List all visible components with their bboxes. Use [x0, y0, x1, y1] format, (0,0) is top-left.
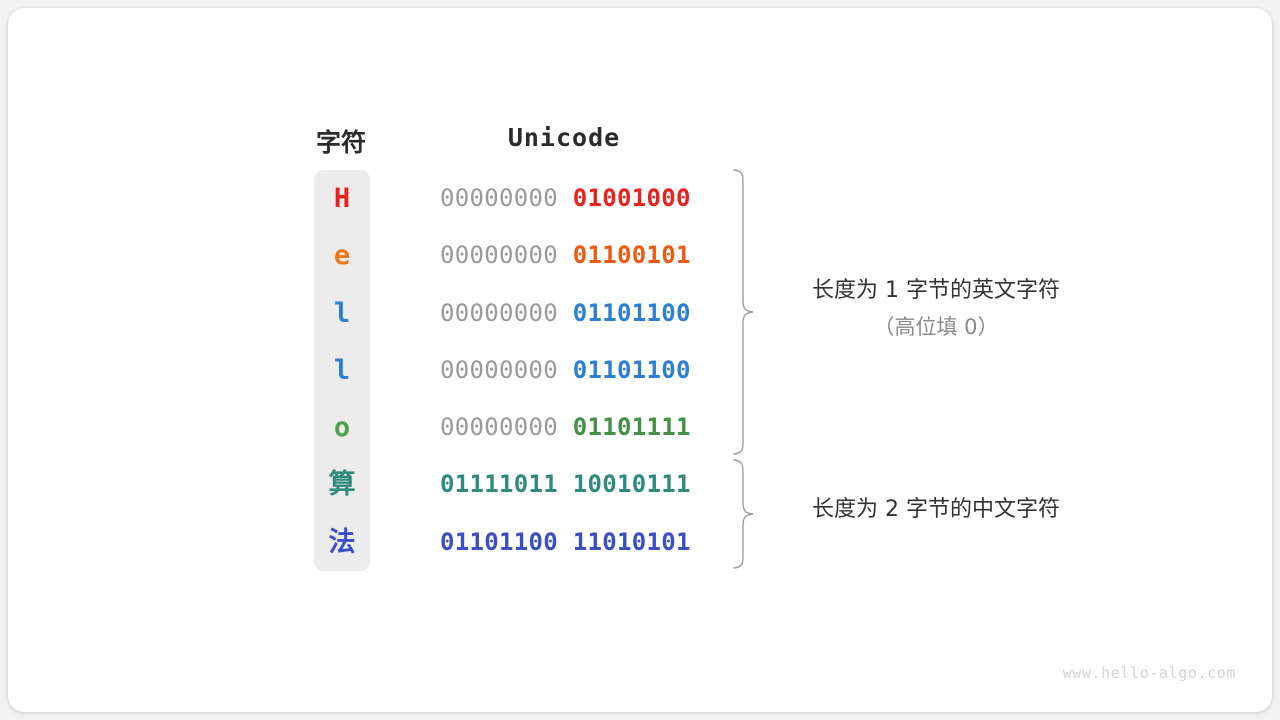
unicode-high-byte: 00000000 — [440, 413, 558, 442]
unicode-high-byte: 00000000 — [440, 241, 558, 270]
row-character: 法 — [328, 526, 356, 558]
unicode-row-list: H 00000000 01001000 e 00000000 01100101 l 000… — [8, 170, 1272, 571]
row-character: o — [333, 412, 351, 444]
annotation-ascii: 长度为 1 字节的英文字符 （高位填 0） — [812, 273, 1060, 345]
row-character: l — [333, 297, 351, 329]
row-character: e — [333, 240, 351, 272]
brace-cjk-group — [733, 459, 754, 569]
unicode-high-byte: 01111011 — [440, 470, 558, 499]
annotation-cjk-main: 长度为 2 字节的中文字符 — [812, 497, 1060, 522]
unicode-high-byte: 00000000 — [440, 355, 558, 384]
unicode-low-byte: 01101111 — [572, 413, 691, 442]
annotation-ascii-sub: （高位填 0） — [873, 315, 999, 339]
row-unicode-bits: 01101100 11010101 — [440, 514, 691, 571]
annotation-cjk: 长度为 2 字节的中文字符 — [812, 492, 1060, 528]
unicode-low-byte: 01001000 — [572, 184, 691, 212]
brace-ascii-group — [733, 169, 754, 455]
row-character: 算 — [328, 469, 356, 501]
row-character: l — [333, 354, 351, 386]
table-row: e 00000000 01100101 — [8, 227, 1272, 284]
table-row: l 00000000 01101100 — [8, 342, 1272, 399]
row-unicode-bits: 00000000 01101100 — [440, 342, 691, 399]
watermark: www.hello-algo.com — [1062, 664, 1236, 682]
row-unicode-bits: 00000000 01101100 — [440, 285, 691, 342]
table-row: H 00000000 01001000 — [8, 170, 1272, 227]
figure-card: 字符 Unicode H 00000000 01001000 e 00000000 0… — [8, 8, 1272, 712]
row-character: H — [333, 183, 351, 214]
unicode-low-byte: 01101100 — [572, 298, 691, 327]
row-unicode-bits: 01111011 10010111 — [440, 456, 691, 513]
unicode-high-byte: 01101100 — [440, 527, 558, 556]
annotation-ascii-main: 长度为 1 字节的英文字符 — [812, 278, 1060, 303]
table-row: o 00000000 01101111 — [8, 399, 1272, 456]
unicode-low-byte: 10010111 — [572, 470, 691, 499]
row-unicode-bits: 00000000 01001000 — [440, 170, 691, 227]
character-column-strip — [314, 170, 370, 571]
unicode-low-byte: 11010101 — [572, 527, 691, 556]
table-row: 算 01111011 10010111 — [8, 456, 1272, 513]
row-unicode-bits: 00000000 01100101 — [440, 227, 691, 284]
unicode-low-byte: 01101100 — [572, 355, 691, 384]
table-row: l 00000000 01101100 — [8, 285, 1272, 342]
column-header-unicode: Unicode — [507, 123, 621, 152]
column-header-character: 字符 — [315, 128, 367, 157]
unicode-high-byte: 00000000 — [440, 184, 558, 212]
unicode-high-byte: 00000000 — [440, 298, 558, 327]
unicode-low-byte: 01100101 — [572, 241, 691, 270]
table-row: 法 01101100 11010101 — [8, 514, 1272, 571]
row-unicode-bits: 00000000 01101111 — [440, 399, 691, 456]
